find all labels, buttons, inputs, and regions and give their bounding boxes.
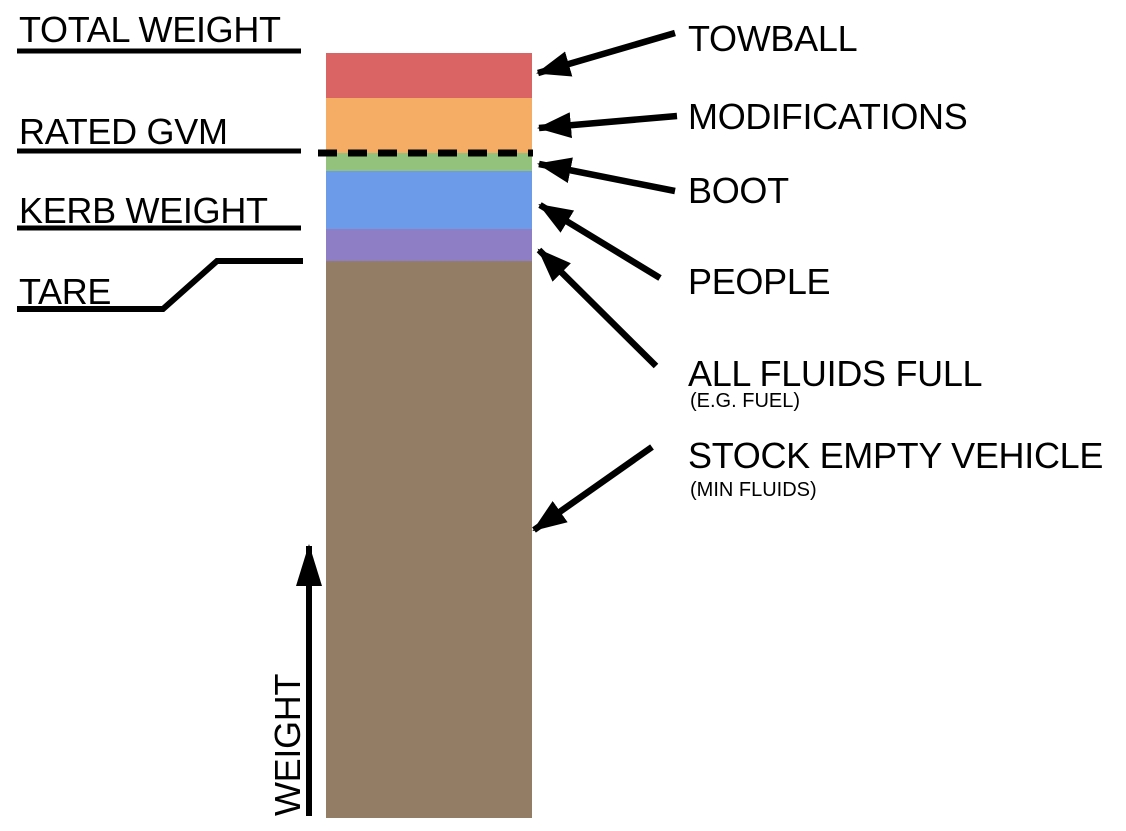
- label-rated-gvm: RATED GVM: [19, 111, 228, 152]
- label-all-fluids-full-sub: (E.G. FUEL): [690, 390, 801, 412]
- stacked-bar: [326, 53, 532, 818]
- label-towball: TOWBALL: [688, 18, 858, 59]
- people-arrow: [538, 202, 662, 281]
- weight-axis-label: WEIGHT: [267, 673, 308, 816]
- label-boot: BOOT: [688, 170, 789, 211]
- tare-level-step-line: [17, 258, 303, 312]
- bar-segment-people: [326, 171, 532, 229]
- bar-segment-modifications: [326, 98, 532, 153]
- label-stock-empty-vehicle: STOCK EMPTY VEHICLE: [688, 435, 1104, 476]
- boot-arrow: [537, 157, 676, 195]
- towball-arrow: [536, 29, 676, 77]
- label-modifications: MODIFICATIONS: [688, 96, 968, 137]
- label-total-weight: TOTAL WEIGHT: [19, 9, 281, 50]
- stock-empty-vehicle-arrow: [532, 444, 654, 533]
- all-fluids-arrow: [536, 247, 659, 369]
- label-kerb-weight: KERB WEIGHT: [19, 190, 268, 231]
- bar-segment-stock-empty-vehicle: [326, 261, 532, 818]
- bar-segment-boot: [326, 153, 532, 171]
- label-tare: TARE: [19, 271, 112, 312]
- bar-segment-all-fluids-full: [326, 229, 532, 261]
- label-people: PEOPLE: [688, 261, 831, 302]
- label-stock-empty-vehicle-sub: (MIN FLUIDS): [690, 479, 817, 501]
- label-all-fluids-full: ALL FLUIDS FULL: [688, 353, 983, 394]
- modifications-arrow: [537, 112, 678, 139]
- bar-segment-towball: [326, 53, 532, 98]
